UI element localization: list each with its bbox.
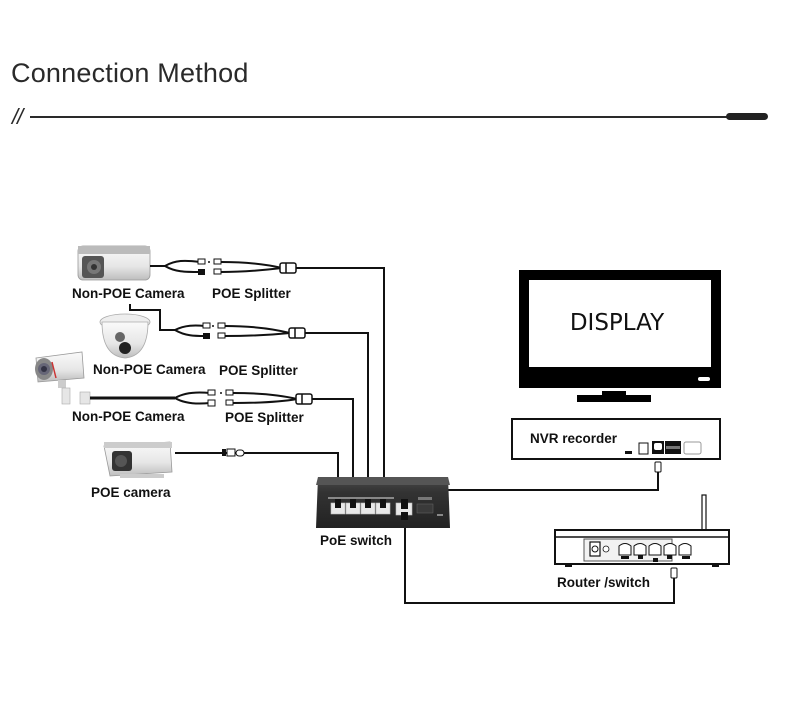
camera-3-label: Non-POE Camera (72, 409, 185, 424)
camera-1-icon (77, 245, 165, 281)
title-divider (30, 116, 730, 118)
camera-1-label: Non-POE Camera (72, 286, 185, 301)
camera-3-icon (35, 351, 175, 405)
page-title: Connection Method (11, 58, 249, 88)
camera-4-label: POE camera (91, 485, 171, 500)
divider-slashes: // (12, 104, 23, 129)
router-icon (554, 494, 730, 579)
display-label: DISPLAY (570, 310, 665, 336)
splitter-3-label: POE Splitter (225, 410, 305, 425)
poe-switch-label: PoE switch (320, 533, 392, 548)
splitter-1-icon (164, 258, 297, 275)
router-lan-ports (618, 543, 692, 562)
switch-poe-ports (330, 499, 391, 515)
cables (175, 267, 675, 604)
camera-4-icon (103, 441, 245, 478)
nvr-label: NVR recorder (530, 431, 618, 446)
camera-2-label: Non-POE Camera (93, 362, 206, 377)
cable-switch-router (404, 520, 675, 604)
cable-splitter1-switch (296, 267, 385, 500)
camera-2-icon (99, 304, 175, 359)
router-label: Router /switch (557, 575, 650, 590)
cable-splitter2-switch (305, 332, 369, 500)
display-icon (519, 270, 721, 402)
splitter-2-icon (174, 322, 306, 339)
splitter-3-icon (174, 389, 313, 407)
divider-end-cap (726, 113, 768, 120)
cable-splitter3-switch (312, 398, 354, 500)
nvr-recorder-icon (511, 418, 721, 473)
splitter-2-label: POE Splitter (219, 363, 299, 378)
splitter-1-label: POE Splitter (212, 286, 292, 301)
poe-switch-icon (316, 477, 450, 528)
cable-poecam-switch (175, 452, 339, 500)
